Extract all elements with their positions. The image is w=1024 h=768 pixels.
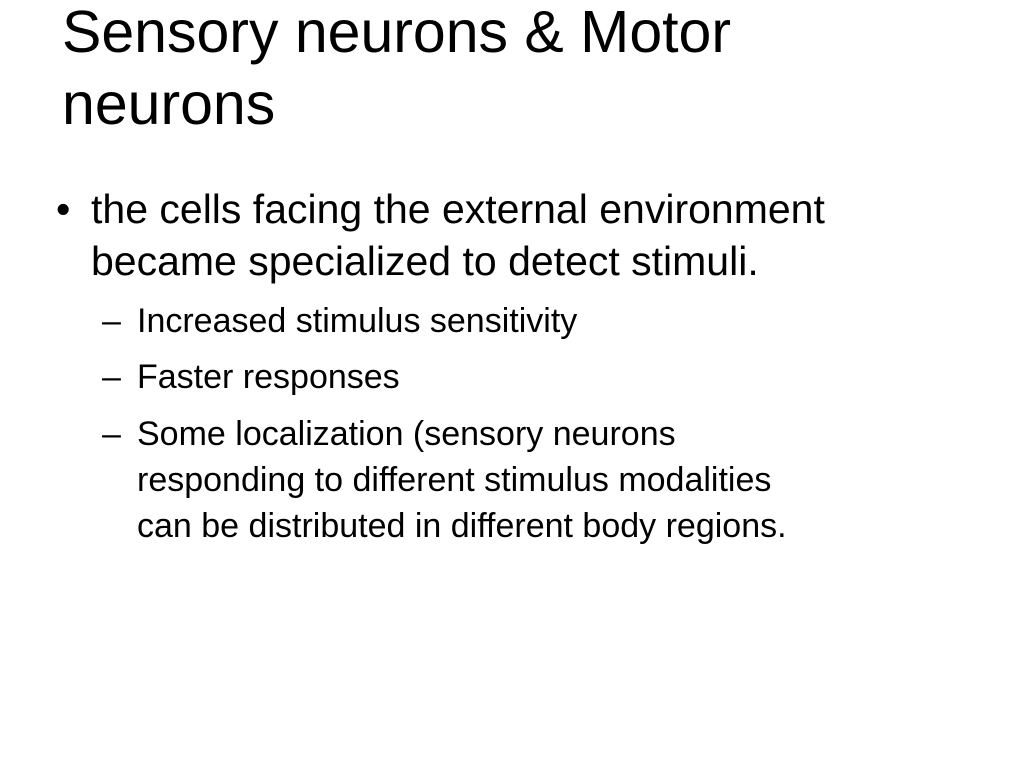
sub-bullet-marker: –	[102, 358, 121, 396]
sub-bullet-text-line-1: Faster responses	[137, 358, 400, 396]
sub-bullet-text-line-1: Some localization (sensory neurons	[137, 415, 676, 453]
slide-title: Sensory neurons & Motor neurons	[62, 0, 962, 140]
sub-bullet-text-line-1: Increased stimulus sensitivity	[137, 302, 578, 340]
sub-bullet-text: Increased stimulus sensitivity	[137, 298, 917, 344]
bullet-marker: •	[56, 186, 71, 232]
sub-bullet-marker: –	[102, 302, 121, 340]
sub-bullet-text: Faster responses	[137, 354, 917, 400]
sub-bullet-text-line-3: can be distributed in different body reg…	[137, 507, 787, 545]
bullet-text-line-1: the cells facing the external environmen…	[91, 186, 825, 232]
sub-bullet-text: Some localization (sensory neurons respo…	[137, 411, 917, 549]
sub-bullet-marker: –	[102, 415, 121, 453]
sub-bullet-text-line-2: responding to different stimulus modalit…	[137, 461, 772, 499]
bullet-text: the cells facing the external environmen…	[91, 183, 941, 287]
bullet-text-line-2: became specialized to detect stimuli.	[91, 238, 759, 284]
slide-title-line-1: Sensory neurons & Motor	[62, 0, 731, 65]
slide-title-line-2: neurons	[62, 71, 276, 137]
